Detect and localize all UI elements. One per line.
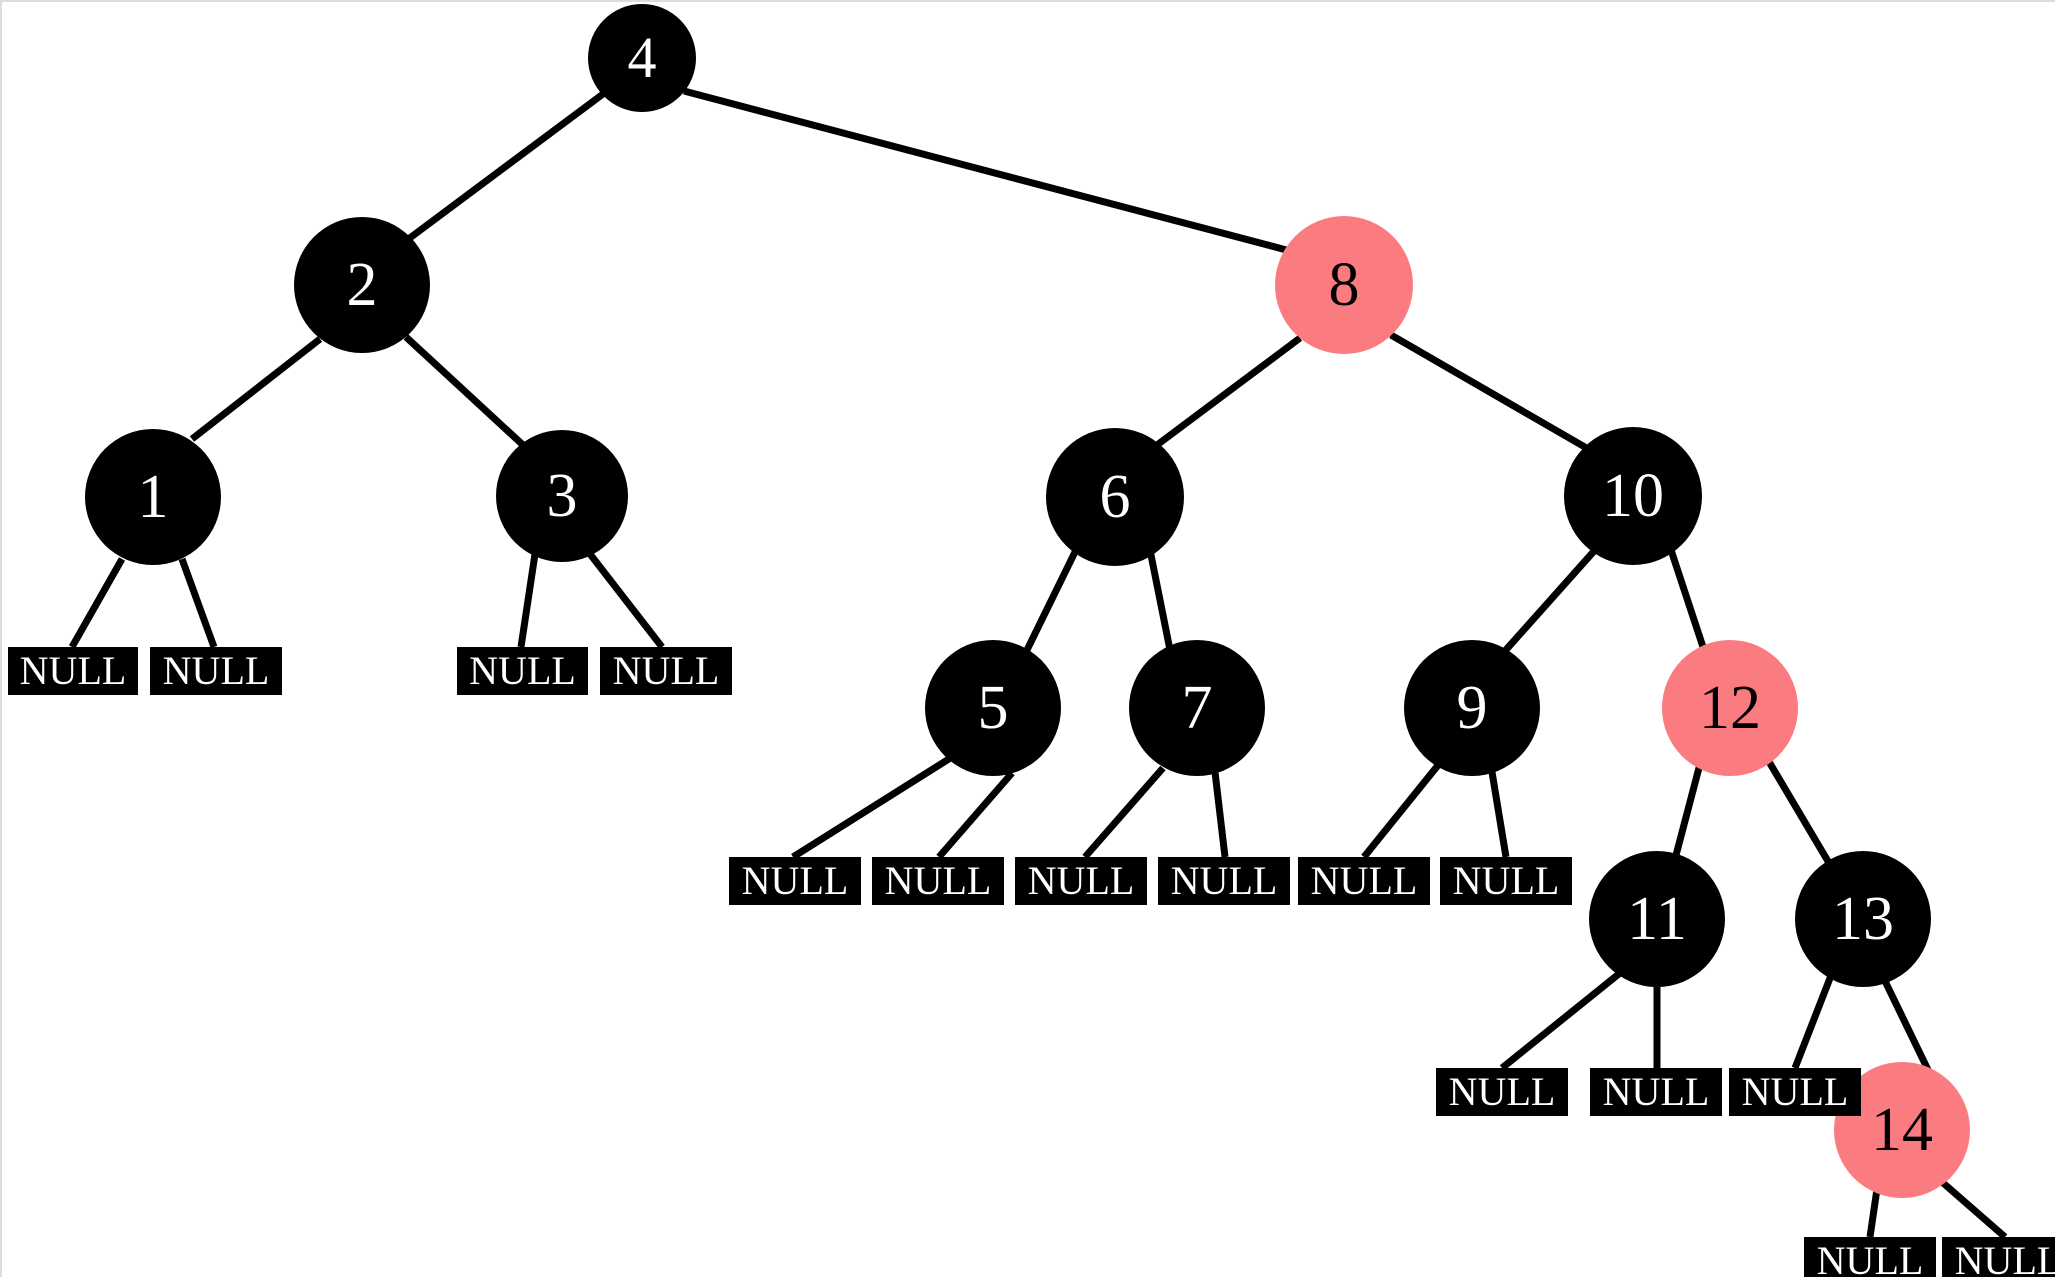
- tree-edge-n11-b11: [1499, 970, 1623, 1071]
- tree-node-10[interactable]: 10: [1564, 427, 1702, 565]
- tree-node-9[interactable]: 9: [1404, 640, 1540, 776]
- tree-null-leaf: NULL: [1942, 1237, 2055, 1277]
- tree-edge-n10-n12: [1667, 548, 1708, 652]
- tree-node-label: 1: [137, 463, 169, 531]
- tree-edge-n14-b15: [1939, 1179, 2008, 1240]
- tree-null-leaf: NULL: [1436, 1068, 1568, 1116]
- tree-null-leaf: NULL: [1015, 857, 1147, 905]
- tree-node-3[interactable]: 3: [496, 430, 628, 562]
- tree-null-leaf-label: NULL: [1448, 1069, 1556, 1114]
- tree-node-label: 4: [627, 25, 657, 90]
- tree-node-12[interactable]: 12: [1662, 640, 1798, 776]
- tree-edge-n10-n9: [1501, 547, 1598, 655]
- tree-null-leaf: NULL: [8, 647, 138, 695]
- tree-null-leaf-label: NULL: [741, 858, 849, 903]
- tree-edge-n3-b4: [587, 551, 665, 650]
- tree-null-leaf: NULL: [1298, 857, 1430, 905]
- tree-edge-n9-b9: [1361, 761, 1442, 860]
- tree-node-label: 11: [1627, 885, 1687, 953]
- tree-edge-n7-b8: [1211, 771, 1229, 858]
- tree-null-leaf: NULL: [150, 647, 282, 695]
- tree-node-label: 7: [1181, 674, 1213, 742]
- tree-null-leaf-label: NULL: [612, 648, 720, 693]
- tree-edge-n4-n8: [683, 87, 1295, 256]
- tree-node-2[interactable]: 2: [294, 217, 430, 353]
- tree-null-leaf: NULL: [729, 857, 861, 905]
- tree-null-leaf-label: NULL: [19, 648, 127, 693]
- tree-node-label: 6: [1099, 463, 1131, 531]
- tree-node-label: 5: [977, 674, 1009, 742]
- tree-edge-n1-b1: [68, 557, 126, 649]
- tree-node-13[interactable]: 13: [1795, 851, 1931, 987]
- tree-null-leaf-label: NULL: [1816, 1238, 1924, 1277]
- tree-edge-n2-n1: [189, 336, 323, 442]
- tree-null-leaf-label: NULL: [1027, 858, 1135, 903]
- tree-null-leaf-label: NULL: [884, 858, 992, 903]
- tree-edge-n12-n11: [1671, 763, 1704, 860]
- tree-null-leaf: NULL: [1729, 1068, 1861, 1116]
- tree-node-5[interactable]: 5: [925, 640, 1061, 776]
- tree-null-leaf-label: NULL: [1954, 1238, 2055, 1277]
- tree-null-leaf-label: NULL: [1741, 1069, 1849, 1114]
- tree-node-label: 14: [1871, 1096, 1933, 1164]
- tree-null-leaf-label: NULL: [1602, 1069, 1710, 1114]
- tree-null-leaf-label: NULL: [162, 648, 270, 693]
- tree-null-leaf: NULL: [600, 647, 732, 695]
- tree-node-label: 9: [1456, 674, 1488, 742]
- tree-edge-n3-b3: [517, 553, 539, 648]
- tree-edge-n6-n7: [1146, 549, 1174, 651]
- tree-edge-n7-b7: [1082, 765, 1166, 860]
- tree-edge-n13-n14: [1880, 977, 1934, 1076]
- tree-node-7[interactable]: 7: [1129, 640, 1265, 776]
- tree-null-leaf: NULL: [1158, 857, 1290, 905]
- tree-edge-n6-n5: [1023, 550, 1079, 652]
- tree-node-4[interactable]: 4: [588, 4, 696, 112]
- tree-null-leaf: NULL: [1590, 1068, 1722, 1116]
- tree-node-6[interactable]: 6: [1046, 428, 1184, 566]
- tree-null-leaf: NULL: [1440, 857, 1572, 905]
- tree-edge-n5-b5: [791, 754, 954, 860]
- tree-node-label: 12: [1699, 674, 1761, 742]
- tree-edge-n14-b14: [1866, 1188, 1881, 1238]
- tree-edge-n12-n13: [1764, 758, 1833, 865]
- tree-null-leaf-label: NULL: [1170, 858, 1278, 903]
- tree-edge-n5-b6: [936, 770, 1015, 860]
- tree-node-label: 8: [1328, 251, 1360, 319]
- tree-edge-n4-n2: [392, 91, 606, 252]
- tree-edge-n8-n6: [1154, 335, 1303, 448]
- tree-edge-n1-b2: [178, 557, 218, 649]
- tree-null-leaf: NULL: [1804, 1237, 1936, 1277]
- tree-null-leaf-label: NULL: [1452, 858, 1560, 903]
- tree-null-leaf: NULL: [872, 857, 1004, 905]
- tree-edge-n2-n3: [403, 334, 526, 448]
- tree-node-label: 2: [346, 251, 378, 319]
- tree-node-label: 13: [1832, 885, 1894, 953]
- tree-node-11[interactable]: 11: [1589, 851, 1725, 987]
- tree-node-label: 10: [1602, 462, 1664, 530]
- tree-edge-n13-b13: [1791, 971, 1836, 1070]
- tree-null-leaf-label: NULL: [1310, 858, 1418, 903]
- tree-edge-n8-n10: [1389, 331, 1592, 454]
- tree-node-8[interactable]: 8: [1275, 216, 1413, 354]
- tree-null-leaf-label: NULL: [469, 648, 576, 693]
- tree-node-label: 3: [546, 462, 578, 530]
- tree-null-leaf: NULL: [457, 647, 588, 695]
- tree-node-1[interactable]: 1: [85, 429, 221, 565]
- tree-edge-n9-b10: [1488, 771, 1510, 858]
